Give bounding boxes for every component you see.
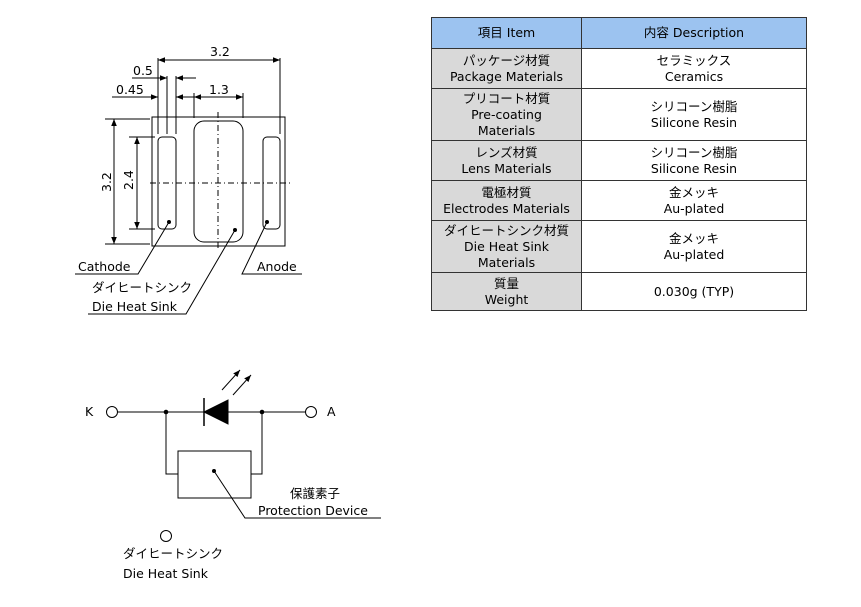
dim-height-total: 3.2 [99,172,114,192]
description-cell: シリコーン樹脂 Silicone Resin [581,88,807,141]
materials-table: 項目 Item 内容 Description パッケージ材質 Package M… [431,17,807,311]
table-row: プリコート材質 Pre-coating Materials シリコーン樹脂 Si… [431,88,807,141]
item-cell: 電極材質 Electrodes Materials [431,180,582,221]
item-cell: プリコート材質 Pre-coating Materials [431,88,582,141]
item-cell: レンズ材質 Lens Materials [431,140,582,181]
dim-pad-width: 0.45 [116,82,144,97]
header-item: 項目 Item [431,17,582,49]
header-description: 内容 Description [581,17,807,49]
cathode-label: Cathode [78,259,131,274]
heat-sink-label-en: Die Heat Sink [92,299,178,314]
table-row: 質量 Weight 0.030g (TYP) [431,272,807,311]
description-cell: 金メッキ Au-plated [581,220,807,273]
heat-sink-label-jp: ダイヒートシンク [92,280,192,295]
circuit-heatsink-label-en: Die Heat Sink [123,566,209,581]
description-cell: シリコーン樹脂 Silicone Resin [581,140,807,181]
k-label: K [85,404,94,419]
table-row: パッケージ材質 Package Materials セラミックス Ceramic… [431,48,807,89]
table-row: 電極材質 Electrodes Materials 金メッキ Au-plated [431,180,807,221]
circuit-symbol [106,369,381,542]
a-label: A [327,404,336,419]
item-cell: ダイヒートシンク材質 Die Heat Sink Materials [431,220,582,273]
protection-label-en: Protection Device [258,503,368,518]
item-cell: パッケージ材質 Package Materials [431,48,582,89]
table-row: ダイヒートシンク材質 Die Heat Sink Materials 金メッキ … [431,220,807,273]
description-cell: 0.030g (TYP) [581,272,807,311]
dim-pad-offset: 0.5 [133,63,153,78]
protection-label-jp: 保護素子 [290,486,340,501]
dim-width-total: 3.2 [210,44,230,59]
anode-label: Anode [257,259,297,274]
circuit-heatsink-label-jp: ダイヒートシンク [123,546,223,561]
description-cell: 金メッキ Au-plated [581,180,807,221]
dim-height-inner: 2.4 [121,170,136,190]
table-header-row: 項目 Item 内容 Description [431,17,807,49]
table-row: レンズ材質 Lens Materials シリコーン樹脂 Silicone Re… [431,140,807,181]
dim-heatsink-width: 1.3 [209,82,229,97]
item-cell: 質量 Weight [431,272,582,311]
description-cell: セラミックス Ceramics [581,48,807,89]
